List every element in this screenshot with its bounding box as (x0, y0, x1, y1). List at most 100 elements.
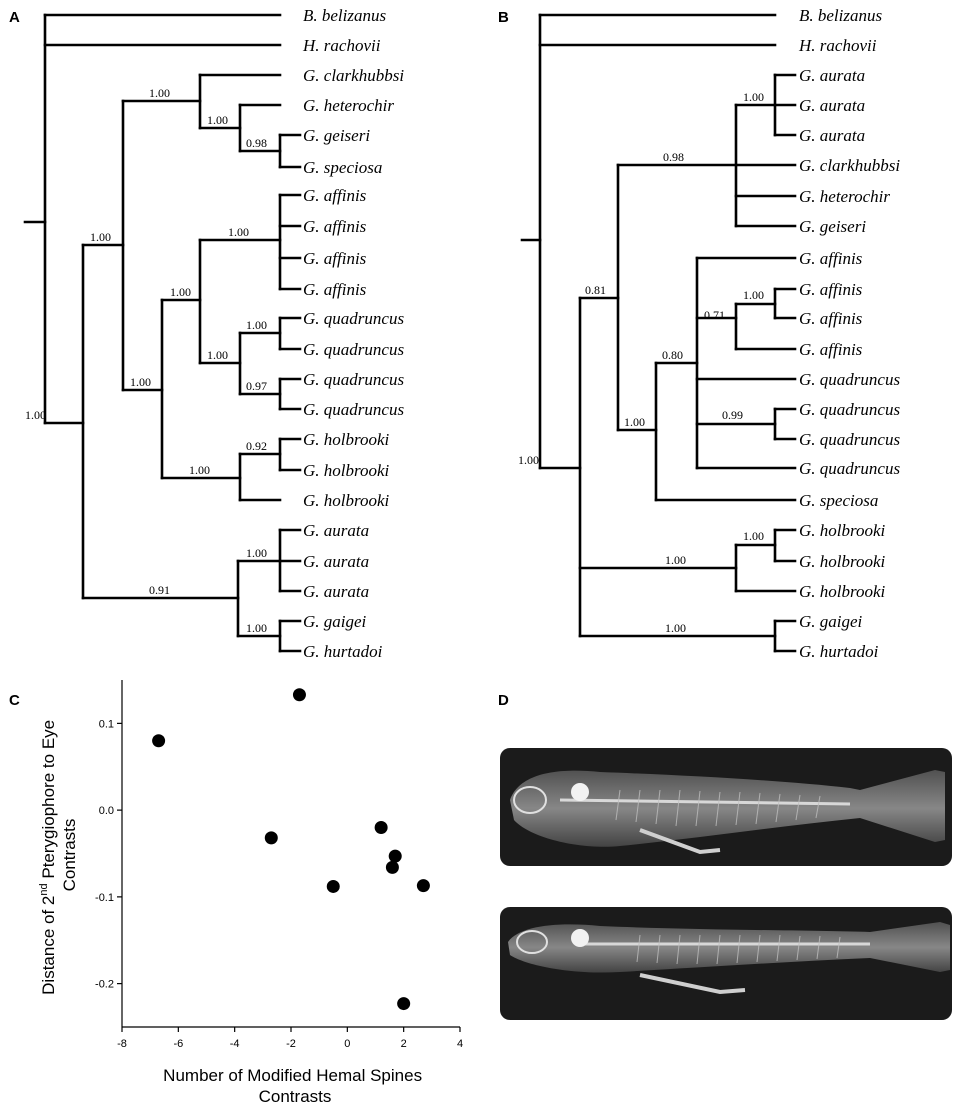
taxon-label: G. aurata (799, 96, 865, 115)
panel-a-letter: A (9, 9, 20, 26)
support-value: 0.98 (246, 136, 267, 150)
taxon-label: G. holbrooki (799, 582, 886, 601)
x-tick-label: -6 (173, 1038, 183, 1050)
taxon-label: G. holbrooki (303, 491, 390, 510)
y-tick-label: 0.1 (99, 718, 114, 730)
taxon-label: G. quadruncus (303, 400, 404, 419)
data-point (388, 849, 402, 863)
taxon-label: B. belizanus (799, 6, 882, 25)
panel-d-xray-images: D (498, 692, 952, 1020)
x-tick-label: -4 (230, 1038, 240, 1050)
y-ticks: 0.1 0.0 -0.1 -0.2 (95, 718, 122, 991)
taxon-label: G. aurata (799, 126, 865, 145)
support-value: 1.00 (170, 285, 191, 299)
y-tick-label: -0.2 (95, 979, 114, 991)
taxon-label: G. gaigei (303, 612, 367, 631)
taxon-label: G. aurata (303, 582, 369, 601)
taxon-label: G. quadruncus (303, 340, 404, 359)
taxon-label: G. heterochir (303, 96, 394, 115)
x-axis-title: Number of Modified Hemal Spines Contrast… (163, 1066, 427, 1106)
support-value: 0.92 (246, 439, 267, 453)
support-value: 1.00 (90, 230, 111, 244)
data-point (416, 879, 430, 893)
support-value: 1.00 (246, 546, 267, 560)
support-value: 0.91 (149, 583, 170, 597)
support-value: 0.99 (722, 408, 743, 422)
x-tick-label: 2 (401, 1038, 407, 1050)
x-tick-label: -8 (117, 1038, 127, 1050)
support-value: 0.81 (585, 283, 606, 297)
support-value: 1.00 (246, 318, 267, 332)
x-tick-label: -2 (286, 1038, 296, 1050)
taxon-label: G. hurtadoi (303, 642, 383, 661)
support-value: 1.00 (743, 529, 764, 543)
panel-d-letter: D (498, 692, 509, 709)
data-point (326, 879, 340, 893)
panel-b-letter: B (498, 9, 509, 26)
data-point (374, 820, 388, 834)
taxon-label: G. affinis (303, 249, 367, 268)
support-value: 1.00 (743, 90, 764, 104)
taxon-label: G. geiseri (799, 217, 866, 236)
support-value: 1.00 (207, 348, 228, 362)
taxon-label: G. speciosa (799, 491, 878, 510)
support-value: 1.00 (228, 225, 249, 239)
xray-image-bottom (500, 907, 952, 1020)
support-value: 1.00 (665, 553, 686, 567)
panel-c-scatter: C -8 -6 -4 -2 0 2 4 0.1 0.0 -0.1 -0.2 Number of M… (9, 680, 463, 1106)
support-value: 1.00 (665, 621, 686, 635)
taxon-label: G. holbrooki (303, 461, 390, 480)
xray-image-top (500, 748, 952, 866)
taxon-label: G. aurata (303, 521, 369, 540)
x-ticks: -8 -6 -4 -2 0 2 4 (117, 1027, 463, 1050)
taxon-label: G. hurtadoi (799, 642, 879, 661)
support-value: 0.97 (246, 379, 267, 393)
support-value: 0.71 (704, 308, 725, 322)
y-tick-label: 0.0 (99, 805, 114, 817)
taxon-label: G. holbrooki (303, 430, 390, 449)
taxon-label: G. holbrooki (799, 552, 886, 571)
support-value: 1.00 (246, 621, 267, 635)
taxon-label: G. quadruncus (799, 430, 900, 449)
support-value: 1.00 (743, 288, 764, 302)
taxon-label: H. rachovii (798, 36, 877, 55)
taxon-label: G. affinis (303, 186, 367, 205)
support-value: 1.00 (207, 113, 228, 127)
x-tick-label: 4 (457, 1038, 463, 1050)
data-point (264, 831, 278, 845)
taxon-label: G. aurata (303, 552, 369, 571)
support-value: 0.80 (662, 348, 683, 362)
taxon-label: G. quadruncus (799, 400, 900, 419)
taxon-label: G. affinis (799, 340, 863, 359)
taxon-label: G. affinis (799, 309, 863, 328)
support-value: 1.00 (518, 453, 539, 467)
panel-c-letter: C (9, 692, 20, 709)
support-value: 1.00 (130, 375, 151, 389)
x-tick-label: 0 (344, 1038, 350, 1050)
taxon-label: G. quadruncus (303, 370, 404, 389)
taxon-label: G. quadruncus (303, 309, 404, 328)
taxon-label: G. holbrooki (799, 521, 886, 540)
taxon-label: G. gaigei (799, 612, 863, 631)
taxon-label: G. affinis (799, 280, 863, 299)
support-value: 1.00 (189, 463, 210, 477)
taxon-label: G. geiseri (303, 126, 370, 145)
taxon-label: G. quadruncus (799, 370, 900, 389)
panel-b-tree: B (498, 6, 900, 661)
taxon-label: G. heterochir (799, 187, 890, 206)
data-point (292, 688, 306, 702)
taxon-label: G. affinis (799, 249, 863, 268)
panel-a-tree: A (9, 6, 404, 661)
taxon-label: G. affinis (303, 217, 367, 236)
support-value: 1.00 (25, 408, 46, 422)
taxon-label: G. quadruncus (799, 459, 900, 478)
data-point (385, 860, 399, 874)
y-axis-title: Distance of 2nd Pterygiophore to Eye Con… (38, 715, 79, 995)
taxon-label: G. aurata (799, 66, 865, 85)
support-value: 1.00 (624, 415, 645, 429)
y-tick-label: -0.1 (95, 892, 114, 904)
taxon-label: H. rachovii (302, 36, 381, 55)
taxon-label: B. belizanus (303, 6, 386, 25)
taxon-label: G. clarkhubbsi (303, 66, 404, 85)
